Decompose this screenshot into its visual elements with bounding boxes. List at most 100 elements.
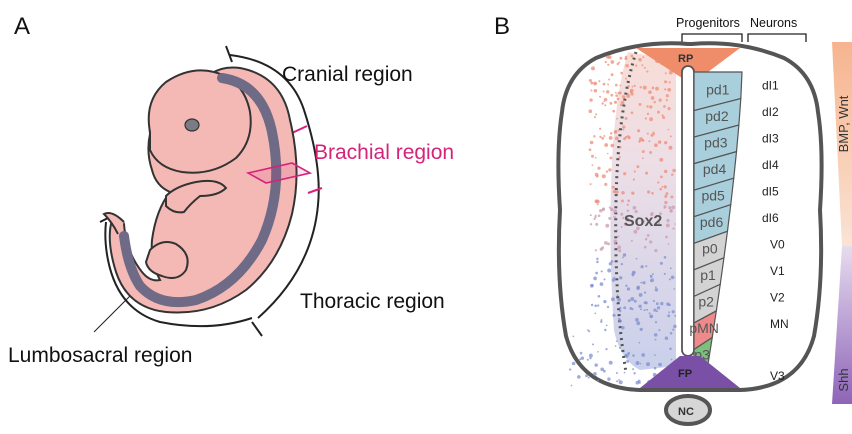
cell-dot <box>615 345 617 347</box>
cell-dot <box>647 133 649 135</box>
cell-dot <box>664 195 667 198</box>
cell-dot <box>668 107 671 110</box>
cell-dot <box>640 363 642 365</box>
cell-dot <box>619 310 621 312</box>
cell-dot <box>591 155 594 158</box>
cell-dot <box>598 214 601 217</box>
cell-dot <box>645 265 647 267</box>
cell-dot <box>620 213 623 216</box>
floor-plate-label: FP <box>678 368 692 380</box>
cell-dot <box>605 224 609 228</box>
cell-dot <box>616 340 618 342</box>
cell-dot <box>635 64 637 66</box>
cell-dot <box>616 118 618 120</box>
cell-dot <box>596 175 599 178</box>
cell-dot <box>654 249 657 252</box>
cell-dot <box>654 333 658 337</box>
cell-dot <box>596 261 599 264</box>
cell-dot <box>636 258 638 260</box>
cell-dot <box>617 129 619 131</box>
cell-dot <box>636 321 640 325</box>
cell-dot <box>595 113 597 115</box>
cell-dot <box>650 275 653 278</box>
label-brachial-region: Brachial region <box>314 141 454 164</box>
neuron-label-dI2: dI2 <box>762 105 779 119</box>
bracket-neurons <box>748 34 806 42</box>
cell-dot <box>654 367 657 370</box>
cell-dot <box>628 299 631 302</box>
cell-dot <box>615 84 618 87</box>
cell-dot <box>622 257 624 259</box>
cell-dot <box>640 308 642 310</box>
cell-dot <box>646 309 648 311</box>
neuron-label-dI3: dI3 <box>762 131 779 145</box>
cell-dot <box>673 325 677 329</box>
cell-dot <box>600 320 602 322</box>
cell-dot <box>632 368 634 370</box>
cell-dot <box>618 249 621 252</box>
shh-label: Shh <box>836 368 851 391</box>
cell-dot <box>672 227 674 229</box>
cell-dot <box>670 196 673 199</box>
domain-label-pd6: pd6 <box>700 214 724 230</box>
cell-dot <box>620 72 623 75</box>
cell-dot <box>633 206 637 210</box>
cell-dot <box>626 360 629 363</box>
cell-dot <box>595 157 597 159</box>
cell-dot <box>610 144 614 148</box>
cell-dot <box>615 94 618 97</box>
cell-dot <box>644 309 646 311</box>
embryo-leg <box>146 242 188 278</box>
cell-dot <box>619 347 621 349</box>
cell-dot <box>644 291 646 293</box>
cell-dot <box>609 361 613 365</box>
cell-dot <box>648 140 650 142</box>
cell-dot <box>595 214 597 216</box>
cell-dot <box>636 361 640 365</box>
domain-label-p1: p1 <box>700 267 716 283</box>
cell-dot <box>614 216 616 218</box>
cell-dot <box>598 80 600 82</box>
cell-dot <box>636 165 639 168</box>
cell-dot <box>647 234 650 237</box>
cell-dot <box>601 246 604 249</box>
cell-dot <box>642 56 644 58</box>
cell-dot <box>599 96 601 98</box>
cell-dot <box>639 103 642 106</box>
cell-dot <box>615 92 617 94</box>
cell-dot <box>666 302 669 305</box>
cell-dot <box>614 240 618 244</box>
cell-dot <box>657 111 660 114</box>
cell-dot <box>607 64 609 66</box>
cell-dot <box>585 374 588 377</box>
cell-dot <box>628 136 631 139</box>
cell-dot <box>613 209 617 213</box>
cell-dot <box>633 372 635 374</box>
cell-dot <box>569 368 571 370</box>
cell-dot <box>637 286 640 289</box>
cell-dot <box>604 329 606 331</box>
cell-dot <box>654 143 658 147</box>
cell-dot <box>597 304 599 306</box>
domain-label-p0: p0 <box>702 241 718 257</box>
cell-dot <box>612 186 615 189</box>
cell-dot <box>665 337 668 340</box>
cell-dot <box>603 278 605 280</box>
cell-dot <box>654 354 656 356</box>
cell-dot <box>597 351 599 353</box>
cell-dot <box>670 267 672 269</box>
cell-dot <box>638 58 642 62</box>
cell-dot <box>591 304 593 306</box>
cell-dot <box>664 273 666 275</box>
cell-dot <box>648 90 652 94</box>
cell-dot <box>589 357 591 359</box>
domain-label-pMN: pMN <box>689 320 719 336</box>
cell-dot <box>609 156 612 159</box>
cell-dot <box>641 64 643 66</box>
cell-dot <box>638 380 641 383</box>
domain-label-pd1: pd1 <box>706 81 730 97</box>
cell-dot <box>668 206 671 209</box>
cell-dot <box>659 158 663 162</box>
cell-dot <box>614 243 616 245</box>
cell-dot <box>647 113 649 115</box>
